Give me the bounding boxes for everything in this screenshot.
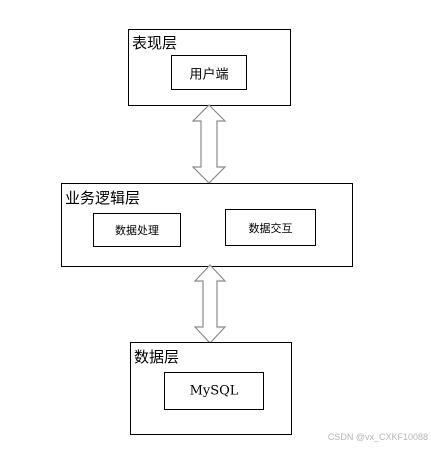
business-logic-layer: 业务逻辑层 数据处理 数据交互 xyxy=(61,183,353,267)
data-processing-label: 数据处理 xyxy=(115,224,159,237)
client-box: 用户端 xyxy=(171,55,247,90)
data-processing-box: 数据处理 xyxy=(93,213,181,247)
presentation-layer: 表现层 用户端 xyxy=(128,29,291,106)
data-layer: 数据层 MySQL xyxy=(130,342,292,435)
data-interaction-label: 数据交互 xyxy=(248,221,293,235)
watermark: CSDN @vx_CXKF10088 xyxy=(327,432,428,442)
bidirectional-arrow-bottom xyxy=(193,264,227,344)
data-interaction-box: 数据交互 xyxy=(225,209,316,246)
bidirectional-arrow-top xyxy=(191,104,227,184)
business-logic-layer-title: 业务逻辑层 xyxy=(65,189,141,207)
presentation-layer-title: 表现层 xyxy=(132,34,178,52)
mysql-box: MySQL xyxy=(164,372,264,410)
mysql-label: MySQL xyxy=(189,383,239,399)
data-layer-title: 数据层 xyxy=(134,348,180,366)
client-label: 用户端 xyxy=(189,67,229,82)
